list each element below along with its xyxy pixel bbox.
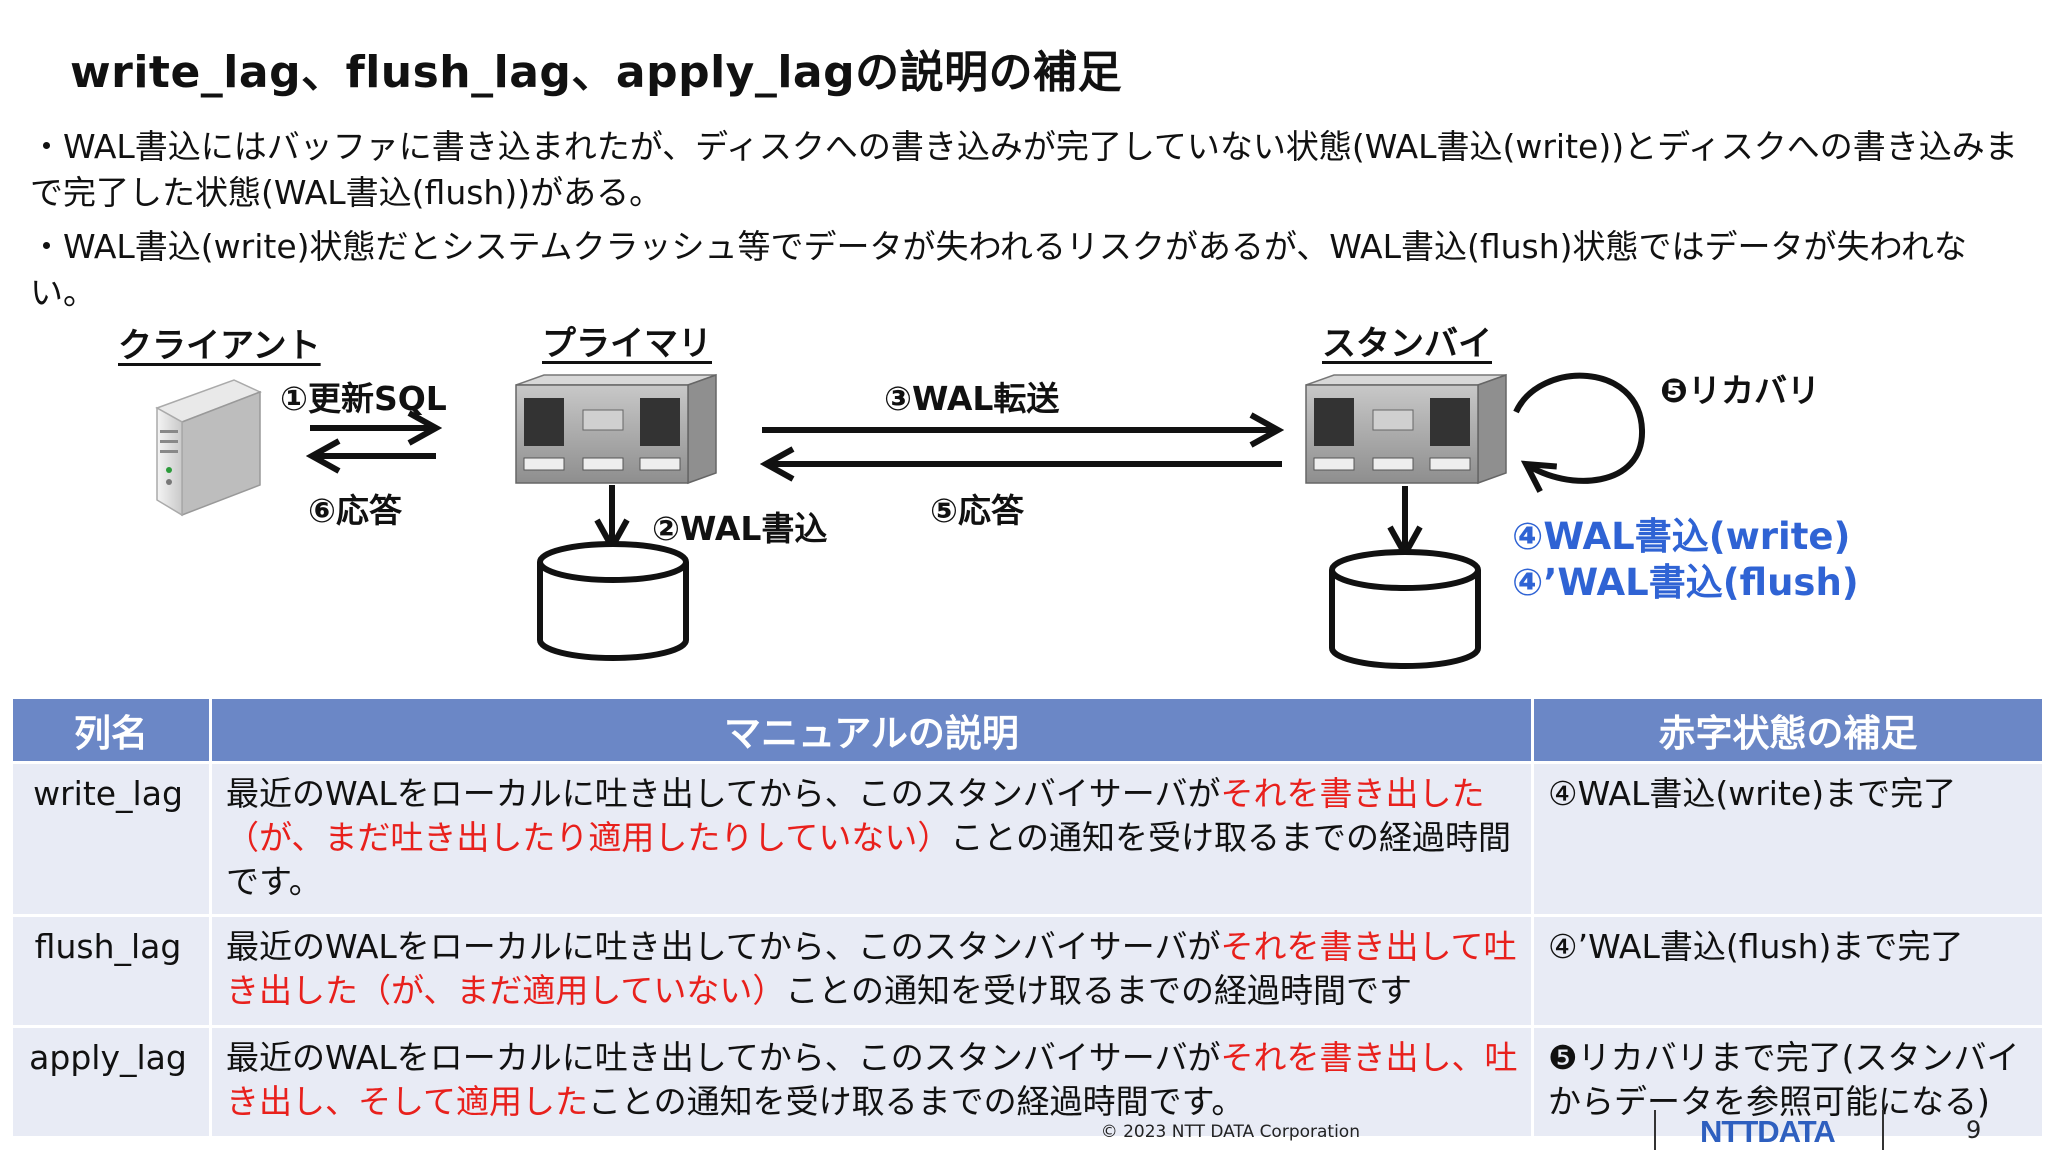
description-text: ことの通知を受け取るまでの経過時間です bbox=[785, 971, 1413, 1010]
bullet-write-flush: ・WAL書込にはバッファに書き込まれたが、ディスクへの書き込みが完了していない状… bbox=[30, 127, 2018, 212]
standby-server-icon bbox=[1305, 373, 1507, 485]
primary-disk-icon bbox=[537, 541, 689, 661]
page-number: 9 bbox=[1966, 1116, 1982, 1144]
client-server-icon bbox=[155, 379, 262, 517]
step3-wal-transfer: ③WAL転送 bbox=[884, 379, 1060, 418]
table-header-row: 列名 マニュアルの説明 赤字状態の補足 bbox=[10, 696, 2045, 764]
row-description: 最近のWALをローカルに吐き出してから、このスタンバイサーバがそれを書き出した（… bbox=[209, 761, 1534, 917]
step5-response: ⑤応答 bbox=[930, 491, 1024, 530]
description-highlight: それを書き出して吐き出した（が、まだ適用していない） bbox=[226, 927, 1517, 1010]
client-label: クライアント bbox=[118, 326, 321, 366]
description-text: 最近のWALをローカルに吐き出してから、このスタンバイサーバが bbox=[226, 1038, 1221, 1077]
copyright: © 2023 NTT DATA Corporation bbox=[1100, 1122, 1360, 1142]
description-text: ことの通知を受け取るまでの経過時間です。 bbox=[226, 818, 1512, 901]
step4-wal-flush: ④’WAL書込(flush) bbox=[1512, 561, 1859, 604]
header-supplement: 赤字状態の補足 bbox=[1531, 696, 2045, 764]
step1-update-sql: ①更新SQL bbox=[280, 379, 447, 418]
step6-response: ⑥応答 bbox=[308, 491, 402, 530]
step4-wal-write: ④WAL書込(write) bbox=[1512, 515, 1851, 558]
row-description: 最近のWALをローカルに吐き出してから、このスタンバイサーバがそれを書き出して吐… bbox=[209, 914, 1534, 1028]
description-highlight: それを書き出した（が、まだ吐き出したり適用したりしていない） bbox=[226, 774, 1485, 857]
table-row: write_lag 最近のWALをローカルに吐き出してから、このスタンバイサーバ… bbox=[10, 761, 2045, 917]
description-text: ことの通知を受け取るまでの経過時間です。 bbox=[588, 1082, 1245, 1121]
table-row: flush_lag 最近のWALをローカルに吐き出してから、このスタンバイサーバ… bbox=[10, 914, 2045, 1028]
description-text: 最近のWALをローカルに吐き出してから、このスタンバイサーバが bbox=[226, 774, 1221, 813]
lag-explanation-table: 列名 マニュアルの説明 赤字状態の補足 write_lag 最近のWALをローカ… bbox=[10, 696, 2045, 1139]
bullet-risk: ・WAL書込(write)状態だとシステムクラッシュ等でデータが失われるリスクが… bbox=[30, 227, 1967, 312]
row-supplement: ④’WAL書込(flush)まで完了 bbox=[1531, 914, 2045, 1028]
recovery-loop-arrow bbox=[1513, 372, 1646, 481]
row-supplement: ④WAL書込(write)まで完了 bbox=[1531, 761, 2045, 917]
row-column-name: flush_lag bbox=[10, 914, 212, 1028]
ntt-data-logo: NTTDATA bbox=[1700, 1114, 1836, 1149]
primary-server-icon bbox=[515, 373, 717, 485]
header-column-name: 列名 bbox=[10, 696, 212, 764]
step5-recovery: ❺リカバリ bbox=[1660, 371, 1820, 410]
slide-title: write_lag、flush_lag、apply_lagの説明の補足 bbox=[70, 47, 1123, 98]
primary-label: プライマリ bbox=[542, 324, 712, 364]
header-manual-description: マニュアルの説明 bbox=[209, 696, 1534, 764]
table-row: apply_lag 最近のWALをローカルに吐き出してから、このスタンバイサーバ… bbox=[10, 1025, 2045, 1139]
step2-wal-write: ②WAL書込 bbox=[652, 509, 828, 548]
replication-diagram bbox=[155, 372, 1646, 669]
footer-divider bbox=[1882, 1110, 1884, 1150]
standby-label: スタンバイ bbox=[1322, 324, 1492, 364]
row-description: 最近のWALをローカルに吐き出してから、このスタンバイサーバがそれを書き出し、吐… bbox=[209, 1025, 1534, 1139]
row-supplement: ❺リカバリまで完了(スタンバイからデータを参照可能になる) bbox=[1531, 1025, 2045, 1139]
row-column-name: write_lag bbox=[10, 761, 212, 917]
description-text: 最近のWALをローカルに吐き出してから、このスタンバイサーバが bbox=[226, 927, 1221, 966]
row-column-name: apply_lag bbox=[10, 1025, 212, 1139]
description-highlight: それを書き出し、吐き出し、そして適用した bbox=[226, 1038, 1518, 1121]
footer-divider bbox=[1654, 1110, 1656, 1150]
standby-disk-icon bbox=[1329, 549, 1481, 669]
